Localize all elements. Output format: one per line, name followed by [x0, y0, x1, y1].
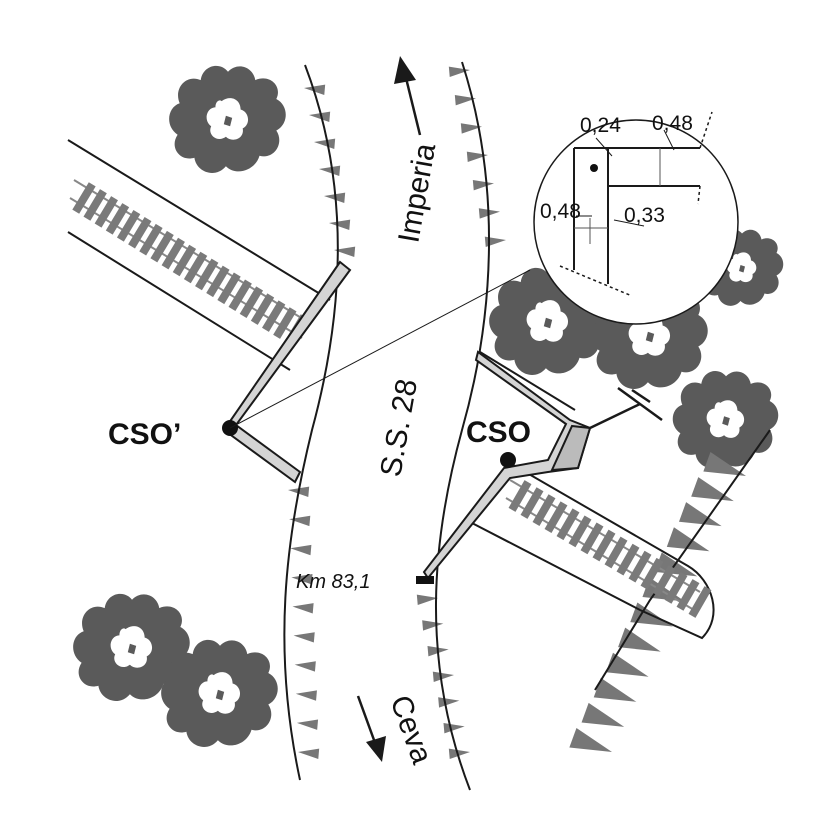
rail-sleeper [640, 557, 664, 590]
hachure-tick [593, 677, 640, 712]
hachure-tick [691, 477, 738, 511]
rail-sleeper [83, 189, 107, 221]
road-edge-right [435, 61, 490, 791]
rail-sleeper [688, 586, 712, 618]
hachure-tick [478, 206, 501, 219]
hachure-tick [313, 136, 336, 149]
hachure-tick [472, 178, 495, 191]
detail-dim-top-right: 0,48 [652, 112, 693, 135]
road-edge-left [283, 64, 339, 781]
hachure-tick [328, 217, 351, 230]
hachure-tick [318, 163, 341, 176]
tree-top-left [169, 65, 286, 173]
rail-sleeper [532, 494, 556, 526]
railway-right [469, 351, 715, 640]
hachure-tick [605, 652, 653, 687]
rail-sleeper [206, 265, 230, 298]
rail-sleeper [544, 501, 568, 534]
slope-hachures-right-upper [448, 64, 507, 247]
hachure-tick [618, 627, 665, 662]
hachure-tick [438, 695, 460, 708]
hachure-tick [432, 669, 455, 682]
arrow-south-icon [356, 695, 386, 762]
slope-line-far-right [594, 429, 771, 691]
rail-sleeper [508, 480, 532, 512]
rail-sleeper [128, 216, 152, 249]
rail-sleeper [616, 543, 640, 576]
hachure-tick [296, 717, 319, 730]
hachure-tick [678, 502, 726, 536]
rail-sleeper [139, 223, 163, 256]
rail-sleeper [520, 487, 544, 519]
rail-sleeper [556, 508, 580, 541]
detail-dim-top-left: 0,24 [580, 114, 621, 137]
rail-sleeper [105, 203, 130, 235]
hachure-tick [448, 64, 471, 77]
hachure-tick [422, 618, 444, 631]
railway-left [67, 139, 331, 371]
station-label-right: CSO [466, 416, 531, 449]
rail-sleeper [217, 272, 241, 305]
rail-sleeper [172, 244, 197, 277]
hachure-tick [581, 702, 628, 737]
rail-sleeper [676, 579, 700, 611]
rail-sleeper [250, 293, 275, 325]
hachure-tick [295, 688, 317, 701]
rail-sleeper [94, 196, 118, 228]
rail-sleeper [116, 210, 141, 242]
km-marker-label: Km 83,1 [296, 571, 370, 593]
rail-sleeper [652, 564, 676, 597]
pointer-line-right [589, 386, 663, 430]
station-marker-right [500, 452, 516, 468]
rail-sleeper [664, 572, 688, 604]
road-label: S.S. 28 [374, 377, 424, 480]
rail-sleeper [273, 307, 297, 339]
rail-sleeper [568, 515, 592, 548]
tree-right-c [672, 371, 779, 468]
hachure-tick [466, 149, 489, 162]
rail-sleeper [604, 536, 628, 569]
hachure-tick [294, 659, 316, 672]
rail-sleeper [628, 550, 652, 583]
arrow-north-icon [394, 56, 422, 136]
detail-dim-mid-right: 0,33 [624, 204, 665, 227]
detail-dim-mid-left: 0,48 [540, 200, 581, 223]
rail-sleeper [183, 251, 208, 284]
slope-hachures-left-upper [303, 82, 356, 257]
rail-sleeper [161, 237, 185, 270]
hachure-tick [569, 727, 616, 762]
hachure-tick [443, 721, 466, 734]
hachure-tick [297, 746, 320, 759]
rail-sleeper [150, 230, 174, 263]
sight-line [229, 269, 531, 429]
hachure-tick [288, 513, 311, 527]
hachure-tick [293, 630, 315, 643]
detail-inset [533, 111, 739, 325]
rail-sleeper [262, 300, 286, 332]
wall-block-right [550, 424, 592, 472]
rail-sleeper [592, 529, 616, 562]
direction-label-north: Imperia [392, 141, 442, 246]
rail-sleeper [580, 522, 604, 555]
km-marker-bar [416, 576, 434, 584]
rail-sleeper [195, 258, 219, 291]
dimension-leaders [576, 129, 675, 227]
rail-sleeper [72, 182, 96, 214]
station-label-left: CSO’ [108, 418, 181, 451]
hachure-tick [291, 601, 314, 614]
hachure-tick [289, 543, 312, 556]
rail-sleeper [239, 286, 264, 318]
direction-label-south: Ceva [383, 691, 438, 768]
rail-sleeper [228, 279, 252, 312]
tree-bottom-left-b [161, 639, 278, 747]
